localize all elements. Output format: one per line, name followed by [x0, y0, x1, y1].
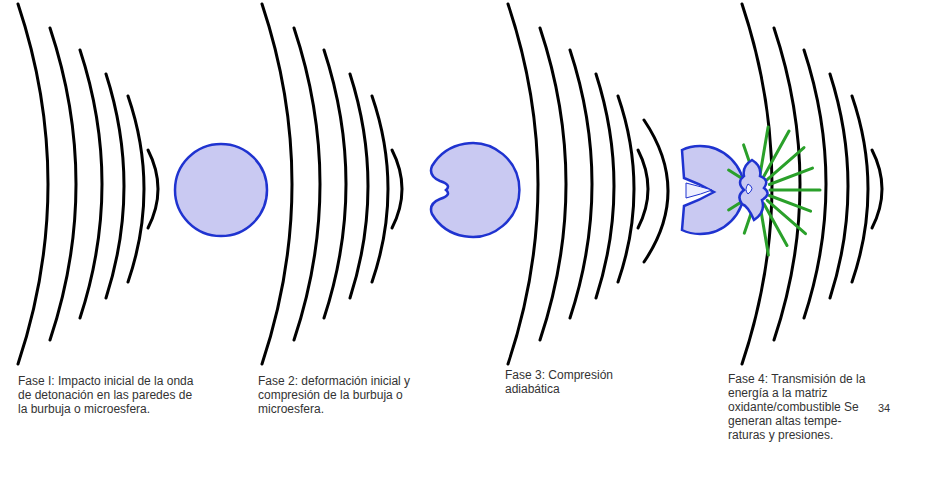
- detonation-wave: [324, 50, 346, 318]
- bubble: [175, 144, 267, 236]
- detonation-wave: [350, 74, 368, 298]
- detonation-wave: [128, 96, 144, 282]
- compressed-bubble: [682, 146, 744, 234]
- energy-ray: [764, 131, 789, 176]
- detonation-wave: [392, 150, 402, 228]
- detonation-wave: [148, 150, 158, 228]
- detonation-wave: [540, 28, 566, 340]
- detonation-wave: [570, 50, 592, 318]
- detonation-wave: [508, 4, 538, 364]
- detonation-wave: [774, 28, 800, 340]
- detonation-wave: [372, 96, 388, 282]
- page-number: 34: [878, 402, 890, 414]
- energy-ray: [760, 127, 768, 174]
- energy-ray: [764, 204, 787, 246]
- jet: [746, 184, 752, 194]
- collapsed-bubble: [739, 160, 767, 220]
- detonation-wave: [804, 50, 826, 318]
- energy-ray: [770, 189, 820, 192]
- phase-caption: Fase I: Impacto inicial de la onda de de…: [18, 374, 198, 416]
- detonation-wave: [596, 74, 614, 298]
- deformed-bubble: [431, 143, 519, 237]
- detonation-wave: [262, 4, 292, 364]
- detonation-wave: [106, 74, 124, 298]
- detonation-wave: [618, 96, 634, 282]
- detonation-wave: [872, 150, 882, 228]
- phase-caption: Fase 3: Compresión adiabática: [505, 368, 665, 396]
- detonation-wave: [18, 4, 48, 364]
- jet: [686, 183, 712, 198]
- phase-caption: Fase 4: Transmisión de la energía a la m…: [728, 372, 876, 442]
- detonation-wave: [294, 28, 320, 340]
- phase-caption: Fase 2: deformación inicial y compresión…: [258, 374, 443, 416]
- detonation-wave: [50, 28, 76, 340]
- energy-ray: [769, 168, 812, 184]
- detonation-wave: [852, 96, 868, 282]
- detonation-wave: [80, 50, 102, 318]
- detonation-wave: [638, 150, 648, 228]
- detonation-wave: [830, 74, 848, 298]
